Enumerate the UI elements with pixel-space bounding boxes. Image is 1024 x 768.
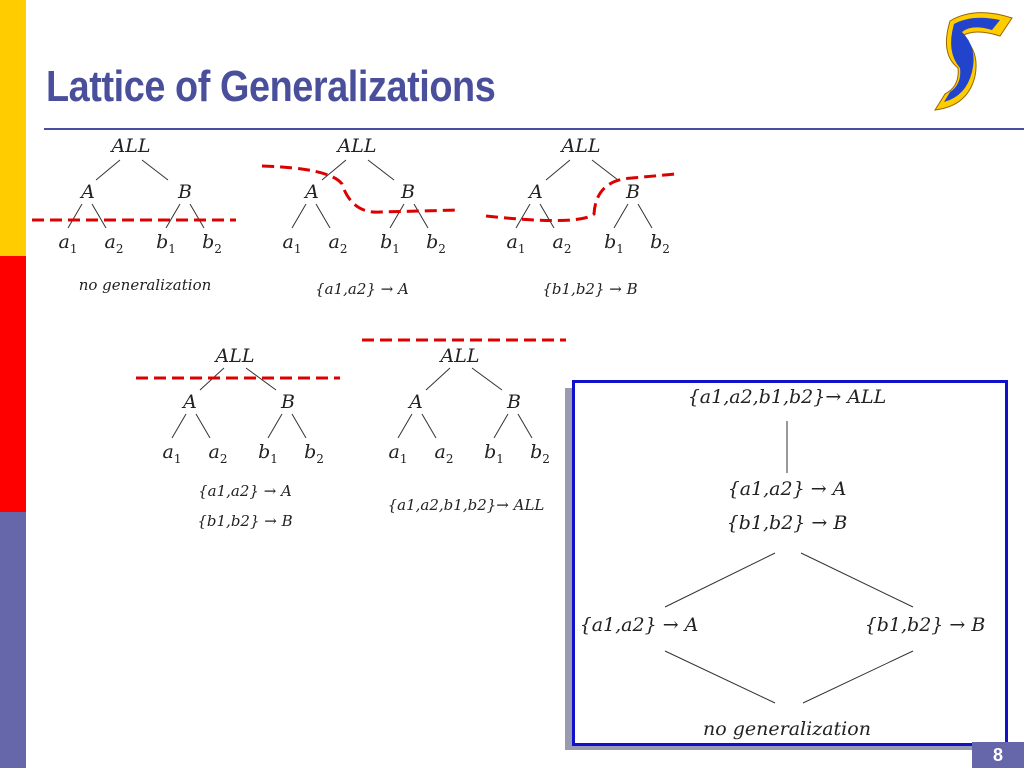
caption-a-to-A-2: {a1,a2} → A [198, 482, 292, 500]
tree5-node-b: B [506, 391, 521, 413]
lattice-right-node: {b1,b2} → B [865, 614, 986, 636]
page-number: 8 [972, 742, 1024, 768]
decor-band-blue [0, 512, 26, 768]
tree3-leaf-b1: b1 [604, 231, 624, 256]
logo-icon [934, 12, 1013, 111]
tree2-root-label: ALL [336, 135, 377, 157]
tree1-leaf-a2: a2 [105, 231, 124, 256]
tree3-leaf-a1: a1 [507, 231, 526, 256]
tree1-root-label: ALL [110, 135, 151, 157]
tree5-leaf-b1: b1 [484, 441, 504, 466]
tree4-leaf-a1: a1 [163, 441, 182, 466]
caption-a-to-A: {a1,a2} → A [315, 280, 409, 298]
tree4-leaf-b2: b2 [304, 441, 324, 466]
lattice-bottom-node: no generalization [703, 718, 871, 740]
tree5-root-label: ALL [439, 345, 480, 367]
tree2-node-b: B [400, 181, 415, 203]
lattice-diagram: {a1,a2,b1,b2}→ ALL {a1,a2} → A {b1,b2} → B… [580, 386, 986, 740]
title-underline [44, 128, 1024, 130]
decor-band-red [0, 256, 26, 512]
tree1-node-b: B [177, 181, 192, 203]
tree1-leaf-b2: b2 [202, 231, 222, 256]
tree2-leaf-a2: a2 [329, 231, 348, 256]
lattice-left-node: {a1,a2} → A [580, 614, 699, 636]
tree5-leaf-a1: a1 [389, 441, 408, 466]
tree4-node-a: A [181, 391, 197, 413]
lattice-middle-node-a: {a1,a2} → A [728, 478, 847, 500]
tree5-leaf-a2: a2 [435, 441, 454, 466]
tree3-root-label: ALL [560, 135, 601, 157]
tree3-node-a: A [527, 181, 543, 203]
tree2-node-a: A [303, 181, 319, 203]
tree4-root-label: ALL [214, 345, 255, 367]
tree4-node-b: B [280, 391, 295, 413]
tree2-leaf-b2: b2 [426, 231, 446, 256]
tree2-leaf-b1: b1 [380, 231, 400, 256]
lattice-panel: {a1,a2,b1,b2}→ ALL {a1,a2} → A {b1,b2} → B… [572, 380, 1008, 746]
tree4-leaf-b1: b1 [258, 441, 278, 466]
tree5-leaf-b2: b2 [530, 441, 550, 466]
caption-b-to-B-2: {b1,b2} → B [197, 512, 292, 530]
cut-line-2 [261, 164, 461, 214]
cut-line-3 [485, 172, 677, 223]
tree2-leaf-a1: a1 [283, 231, 302, 256]
slide-title: Lattice of Generalizations [46, 62, 496, 111]
caption-all-to-ALL: {a1,a2,b1,b2}→ ALL [388, 496, 545, 514]
tree4-leaf-a2: a2 [209, 441, 228, 466]
decor-band-yellow [0, 0, 26, 256]
tree3-leaf-a2: a2 [553, 231, 572, 256]
tree1-leaf-b1: b1 [156, 231, 176, 256]
lattice-top-node: {a1,a2,b1,b2}→ ALL [688, 386, 887, 408]
caption-b-to-B: {b1,b2} → B [542, 280, 637, 298]
caption-no-generalization: no generalization [79, 276, 212, 294]
tree1-leaf-a1: a1 [59, 231, 78, 256]
tree5-node-a: A [407, 391, 423, 413]
tree1-node-a: A [79, 181, 95, 203]
lattice-middle-node-b: {b1,b2} → B [727, 512, 848, 534]
tree3-leaf-b2: b2 [650, 231, 670, 256]
tree3-node-b: B [625, 181, 640, 203]
